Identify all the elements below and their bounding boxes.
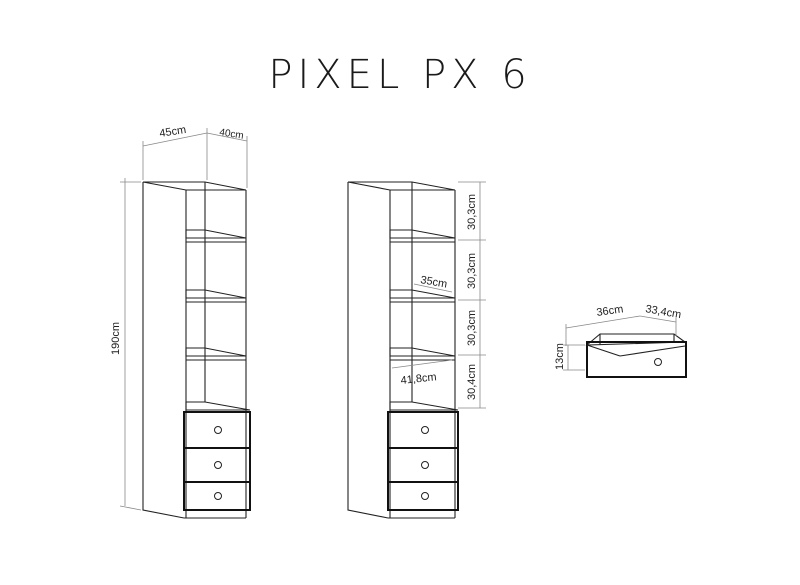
drawer — [387, 411, 459, 449]
shelf — [389, 347, 456, 361]
drawer-knob-icon — [214, 426, 222, 434]
width-label: 45cm — [159, 124, 187, 140]
bookcase-left-view: 45cm 40cm 190cm — [110, 124, 251, 519]
drawer-knob-icon — [421, 426, 429, 434]
shelf — [185, 289, 247, 303]
shelf — [185, 229, 247, 243]
inner-width-label: 41,8cm — [400, 371, 437, 387]
drawer — [183, 411, 251, 449]
shelf-height-label: 30,3cm — [466, 253, 478, 289]
drawer — [387, 447, 459, 483]
drawer-width-label: 36cm — [596, 303, 624, 319]
drawer — [183, 481, 251, 511]
product-title: PIXEL PX 6 — [268, 52, 532, 98]
shelf-depth-dimension: 35cm — [413, 274, 453, 293]
drawer-knob-icon — [421, 461, 429, 469]
shelf-height-label: 30,3cm — [466, 194, 478, 230]
drawer-detail-view: 36cm 33,4cm 13cm — [554, 303, 687, 378]
drawer-height-dimension: 13cm — [554, 343, 585, 371]
drawer-knob-icon — [214, 492, 222, 500]
drawer-width-dimension: 36cm — [565, 303, 641, 346]
shelf — [185, 347, 247, 361]
bookcase-right-view: 35cm 41,8cm 30,3cm 30,3cm 30,3cm 30,4cm — [347, 181, 486, 519]
height-dimension: 190cm — [110, 178, 142, 511]
shelf — [389, 229, 456, 243]
drawer-knob-icon — [214, 461, 222, 469]
drawer-knob-icon — [654, 358, 662, 366]
width-dimension: 45cm — [142, 124, 208, 180]
drawer-depth-label: 33,4cm — [644, 303, 682, 321]
shelf-depth-label: 35cm — [419, 274, 448, 290]
inner-width-dimension: 41,8cm — [391, 359, 453, 387]
drawer — [183, 447, 251, 483]
depth-dimension: 40cm — [206, 127, 248, 188]
drawer-depth-dimension: 33,4cm — [639, 303, 682, 336]
depth-label: 40cm — [219, 127, 245, 142]
shelf-height-label: 30,3cm — [466, 310, 478, 346]
shelf-height-dimensions: 30,3cm 30,3cm 30,3cm 30,4cm — [458, 181, 486, 409]
drawer — [387, 481, 459, 511]
height-label: 190cm — [110, 322, 122, 355]
drawer-knob-icon — [421, 492, 429, 500]
shelf — [389, 289, 456, 303]
shelf-height-label: 30,4cm — [466, 364, 478, 400]
drawer-height-label: 13cm — [554, 343, 566, 370]
